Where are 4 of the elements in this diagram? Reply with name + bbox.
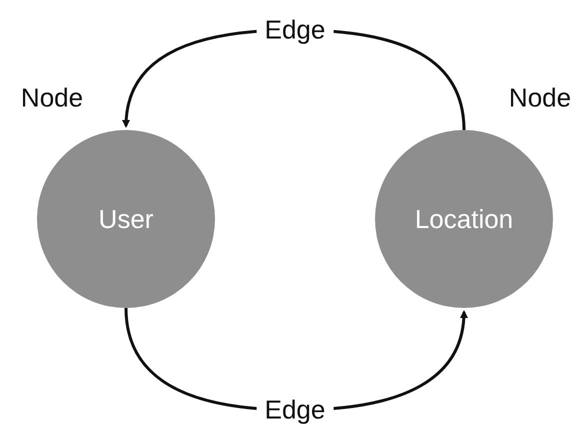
node-label: Node — [20, 82, 84, 114]
node-label: Node — [508, 82, 572, 114]
node-name: User — [98, 204, 154, 234]
node-name: Location — [414, 204, 514, 234]
